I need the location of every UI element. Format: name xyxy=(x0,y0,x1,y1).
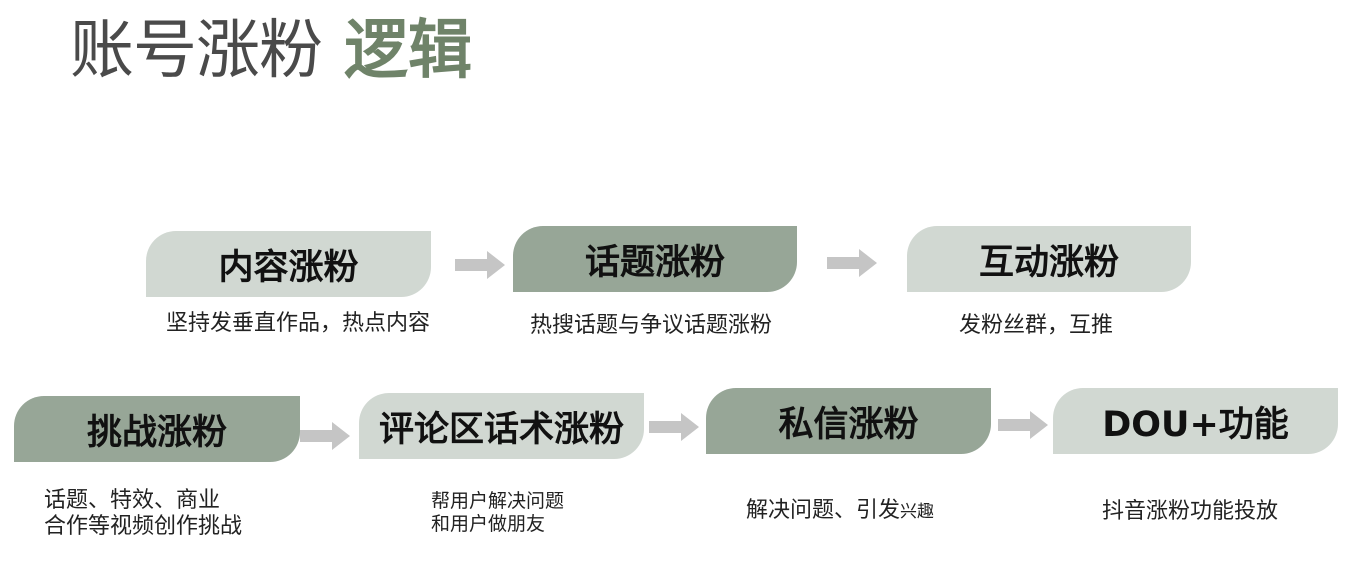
step-dm-growth: 私信涨粉 xyxy=(706,388,991,454)
desc-comment-growth: 帮用户解决问题 和用户做朋友 xyxy=(431,490,564,536)
step-comment-growth: 评论区话术涨粉 xyxy=(359,393,644,459)
step-challenge-growth: 挑战涨粉 xyxy=(14,396,300,462)
arrow-right-icon xyxy=(300,422,350,450)
desc-challenge-growth: 话题、特效、商业 合作等视频创作挑战 xyxy=(44,488,242,540)
step-topic-growth: 话题涨粉 xyxy=(513,226,797,292)
title-part1: 账号涨粉 xyxy=(70,14,323,88)
desc-challenge-line2: 合作等视频创作挑战 xyxy=(44,514,243,539)
step-interaction-growth: 互动涨粉 xyxy=(907,226,1191,292)
arrow-right-icon xyxy=(455,251,505,279)
step-dou-plus: DOU+功能 xyxy=(1053,388,1338,454)
page-title: 账号涨粉逻辑 xyxy=(70,8,472,94)
desc-dm-growth: 解决问题、引发兴趣 xyxy=(746,498,934,525)
desc-interaction-growth: 发粉丝群，互推 xyxy=(959,313,1114,338)
desc-comment-line2: 和用户做朋友 xyxy=(431,513,546,535)
desc-topic-growth: 热搜话题与争议话题涨粉 xyxy=(530,313,773,338)
title-part2: 逻辑 xyxy=(344,14,472,88)
arrow-right-icon xyxy=(998,411,1048,439)
desc-dm-tail: 兴趣 xyxy=(900,502,935,522)
desc-challenge-line1: 话题、特效、商业 xyxy=(44,488,221,513)
desc-comment-line1: 帮用户解决问题 xyxy=(431,490,565,512)
desc-dm-main: 解决问题、引发 xyxy=(746,498,901,523)
arrow-right-icon xyxy=(827,249,877,277)
desc-dou-plus: 抖音涨粉功能投放 xyxy=(1102,499,1279,524)
desc-content-growth: 坚持发垂直作品，热点内容 xyxy=(166,311,431,336)
arrow-right-icon xyxy=(649,413,699,441)
step-content-growth: 内容涨粉 xyxy=(146,231,431,297)
